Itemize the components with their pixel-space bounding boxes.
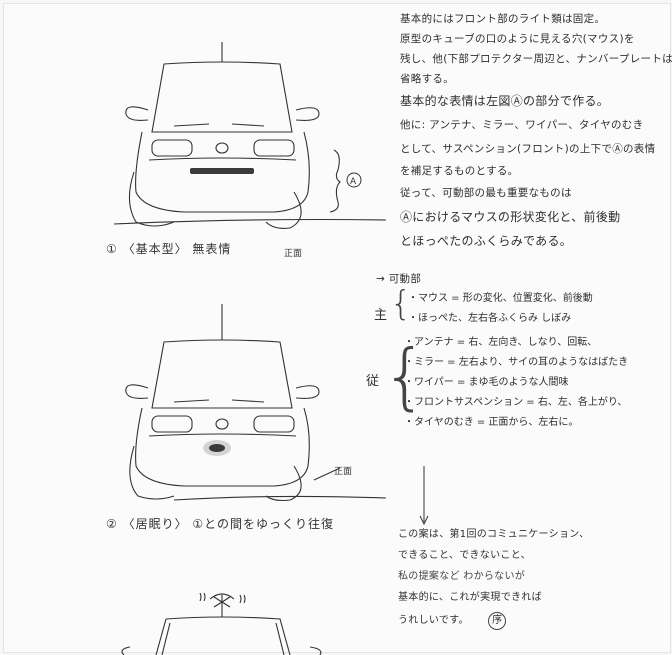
note-line: 他に: アンテナ、ミラー、ワイパー、タイヤのむき [400, 119, 644, 131]
seal-stamp: 序 [488, 612, 507, 630]
movable-parts-section: → 可動部 [376, 272, 672, 286]
note-text: うれしいです。 [398, 615, 469, 626]
movable-heading: → 可動部 [376, 273, 422, 285]
note-line: 基本的な表情は左図Ⓐの部分で作る。 [400, 94, 610, 108]
sketch-1-front-label: 正面 [284, 249, 303, 259]
note-line: 従って、可動部の最も重要なものは [400, 187, 572, 199]
note-line: として、サスペンション(フロント)の上下でⒶの表情 [400, 143, 656, 155]
note-line: 残し、他(下部プロテクター周辺と、ナンバープレートは [400, 53, 672, 65]
note-line: できること、できないこと、 [398, 550, 531, 561]
car-sketch-basic: A [114, 42, 394, 232]
note-line: うれしいです。 序 [398, 612, 589, 630]
list-item: ・マウス = 形の変化、位置変化、前後動 [408, 293, 593, 304]
expression-paragraph: 基本的な表情は左図Ⓐの部分で作る。 他に: アンテナ、ミラー、ワイパー、タイヤの… [400, 94, 670, 248]
document-page: A ① 〈基本型〉 無表情 正面 [3, 3, 672, 655]
note-line: 基本的にはフロント部のライト類は固定。 [400, 13, 606, 25]
intro-paragraph: 基本的にはフロント部のライト類は固定。 原型のキューブの口のように見える穴(マウ… [400, 12, 672, 86]
main-label: 主 [374, 308, 388, 323]
closing-paragraph: この案は、第1回のコミュニケーション、 できること、できないこと、 私の提案など… [398, 528, 589, 630]
list-item: ・タイヤのむき = 正面から、左右に。 [404, 417, 579, 428]
sketch-2-caption: ② 〈居眠り〉 ①との間をゆっくり往復 [106, 517, 335, 531]
main-items: ・マウス = 形の変化、位置変化、前後動 ・ほっぺた、左右各ふくらみ しぼみ [408, 292, 593, 326]
car-front-drawing-icon: A [114, 42, 387, 229]
note-line: 基本的に、これが実現できれば [398, 592, 542, 603]
sketch-1-caption: ① 〈基本型〉 無表情 [106, 242, 232, 256]
note-line: 原型のキューブの口のように見える穴(マウス)を [400, 33, 635, 45]
note-line: を補足するものとする。 [400, 165, 519, 177]
car-sketch-dozing [114, 304, 394, 504]
note-line: 私の提案など わからないが [398, 571, 526, 582]
list-item: ・アンテナ = 右、左向き、しなり、回転、 [404, 337, 598, 348]
arrow-down-icon [418, 466, 430, 526]
car-front-drawing-icon [125, 304, 387, 502]
sub-items: ・アンテナ = 右、左向き、しなり、回転、 ・ミラー = 左右より、サイの耳のよ… [404, 336, 628, 430]
car-front-drawing-icon [121, 592, 322, 655]
list-item: ・ミラー = 左右より、サイの耳のようなはばたき [404, 357, 629, 368]
car-sketch-partial [114, 589, 374, 655]
list-item: ・ワイパー = まゆ毛のような人間味 [404, 377, 569, 388]
sketch-2-front-label: 正面 [334, 467, 353, 477]
list-item: ・フロントサスペンション = 右、左、各上がり、 [404, 397, 628, 408]
notes-column: 基本的にはフロント部のライト類は固定。 原型のキューブの口のように見える穴(マウ… [400, 12, 672, 248]
sub-brace: { [382, 334, 428, 418]
sub-label: 従 [366, 374, 380, 389]
svg-text:A: A [350, 177, 357, 187]
note-line: とほっぺたのふくらみである。 [400, 234, 573, 248]
note-line: この案は、第1回のコミュニケーション、 [398, 529, 590, 540]
note-line: Ⓐにおけるマウスの形状変化と、前後動 [400, 210, 621, 224]
note-line: 省略する。 [400, 73, 454, 85]
main-brace: { [390, 284, 412, 324]
list-item: ・ほっぺた、左右各ふくらみ しぼみ [408, 313, 572, 324]
